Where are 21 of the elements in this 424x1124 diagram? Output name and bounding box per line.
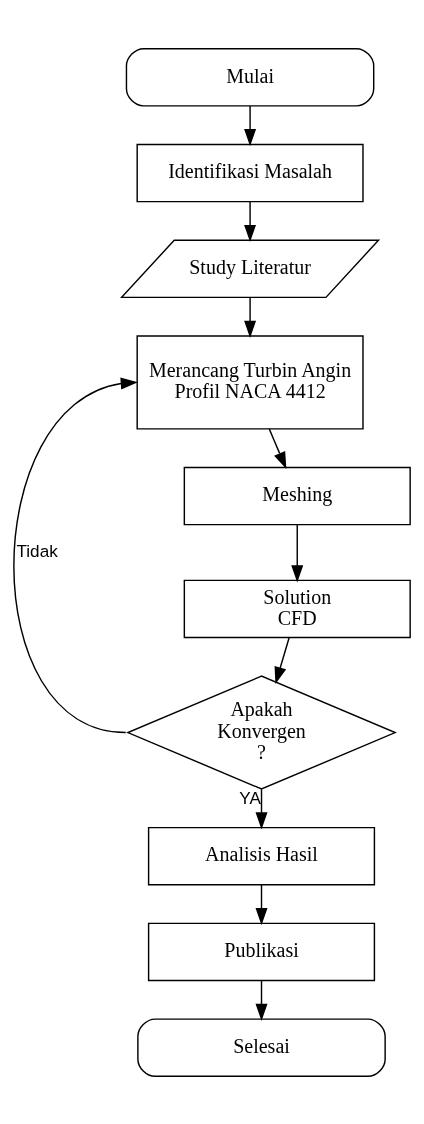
node-box: Meshing: [183, 466, 411, 525]
arrow: [268, 427, 287, 469]
node-box: Solution CFD: [183, 579, 411, 638]
node-box: Selesai: [137, 1017, 386, 1077]
arrow: [244, 104, 257, 146]
node-box: Merancang Turbin Angin Profil NACA 4412: [136, 334, 364, 430]
edge-label: YA: [239, 787, 261, 808]
arrow: [13, 377, 138, 733]
arrow: [255, 979, 268, 1021]
arrow: [255, 788, 268, 829]
node-box: Mulai: [125, 47, 375, 107]
node-box: Publikasi: [147, 922, 376, 981]
arrow: [274, 636, 290, 684]
arrow: [255, 883, 268, 925]
node-diamond: Apakah Konvergen ?: [126, 674, 397, 790]
arrow: [244, 296, 257, 338]
arrow: [244, 200, 257, 242]
node-box: Identifikasi Masalah: [136, 143, 364, 202]
node-box: Analisis Hasil: [147, 826, 376, 885]
edge-label: Tidak: [16, 540, 58, 561]
arrow: [291, 523, 304, 582]
